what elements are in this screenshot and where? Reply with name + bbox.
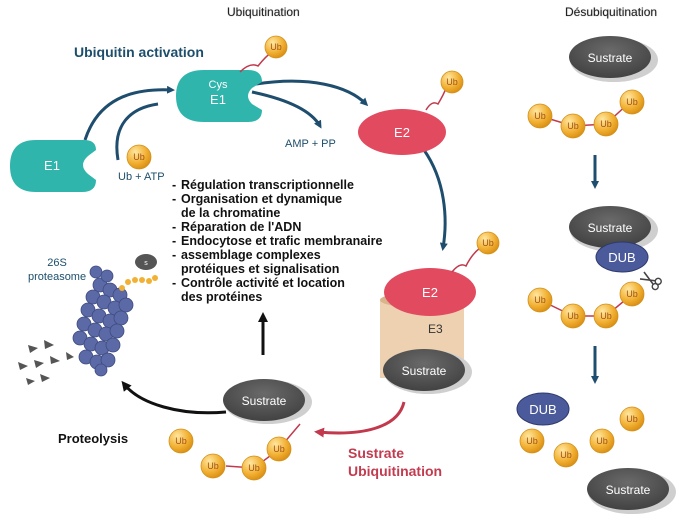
- e3-substrate: [383, 349, 465, 391]
- function-list: Régulation transcriptionnelle Organisati…: [172, 178, 382, 304]
- proteasome-cap: [135, 254, 157, 270]
- proteolysis-label: Proteolysis: [58, 431, 129, 446]
- ub-label: Ub: [596, 436, 608, 446]
- proteasome-label: 26S proteasome: [28, 257, 87, 283]
- function-item: Réparation de l'ADN: [172, 220, 382, 234]
- deub-substrate-1: [569, 36, 651, 78]
- ub-sphere: Ub: [241, 455, 267, 481]
- ub-sphere: Ub: [168, 428, 194, 454]
- scissors-icon: [639, 271, 662, 291]
- proteasome-26s: s: [72, 254, 158, 377]
- e2-enzyme: [358, 109, 446, 155]
- arrow-e2-to-e3: [422, 149, 448, 251]
- ub-label: Ub: [270, 42, 282, 52]
- e2-label: E2: [394, 125, 410, 140]
- ub-label: Ub: [526, 436, 538, 446]
- header-deubiquitination: Désubiquitination: [565, 5, 658, 19]
- deub-substrate-2: [569, 206, 651, 248]
- deub-substrate-1-label: Sustrate: [588, 51, 633, 65]
- e1-cys-enzyme: [176, 70, 262, 122]
- arrow-activation-to-e2: [255, 79, 369, 107]
- ub-sphere: Ub: [126, 144, 152, 170]
- ub-sphere: Ub: [519, 428, 545, 454]
- proteasome-cap-label: s: [144, 260, 148, 267]
- ub-sphere: Ub: [440, 70, 464, 94]
- ub-label: Ub: [626, 97, 638, 107]
- cys-label: Cys: [209, 79, 228, 91]
- ub-label: Ub: [600, 311, 612, 321]
- ub-substrate-label: Sustrate: [242, 394, 287, 408]
- ub-label: Ub: [560, 450, 572, 460]
- header-ubiquitination: Ubiquitination: [227, 5, 300, 19]
- ub-sphere: Ub: [266, 436, 292, 462]
- dub-1-label: DUB: [608, 250, 635, 265]
- dub-enzyme-1: [595, 241, 649, 273]
- ub-atp-label: Ub + ATP: [118, 171, 165, 183]
- ubiquitin-activation-title: Ubiquitin activation: [74, 44, 204, 60]
- ub-sphere: Ub: [593, 303, 619, 329]
- dub-2-label: DUB: [529, 402, 556, 417]
- substrate-ubiquitination-label: Sustrate Ubiquitination: [348, 445, 443, 479]
- e3-label: E3: [428, 322, 443, 336]
- e1-enzyme: [10, 140, 96, 192]
- ub-sphere: Ub: [560, 303, 586, 329]
- e2-complex: [384, 268, 476, 316]
- ub-label: Ub: [446, 77, 458, 87]
- deub-substrate-3: [587, 468, 669, 510]
- function-item: assemblage complexes protéiques et signa…: [172, 248, 382, 276]
- ub-sphere: Ub: [560, 113, 586, 139]
- arrow-substrate-ubiquitination: [314, 401, 406, 438]
- ub-links: [225, 51, 631, 469]
- ub-sphere: Ub: [527, 103, 553, 129]
- ub-sphere: Ub: [619, 406, 645, 432]
- ub-label: Ub: [626, 289, 638, 299]
- ub-label: Ub: [600, 119, 612, 129]
- peptide-fragments: [18, 340, 74, 385]
- arrow-ub-join: [115, 102, 159, 161]
- ub-label: Ub: [207, 461, 219, 471]
- ub-substrate: [223, 379, 305, 421]
- ub-label: Ub: [534, 295, 546, 305]
- ub-sphere: Ub: [200, 453, 226, 479]
- arrow-e1-to-activation: [83, 85, 175, 141]
- ub-label: Ub: [567, 311, 579, 321]
- ub-label: Ub: [248, 463, 260, 473]
- amp-pp-label: AMP + PP: [285, 138, 336, 150]
- deub-substrate-2-label: Sustrate: [588, 221, 633, 235]
- ub-sphere: Ub: [527, 287, 553, 313]
- ub-sphere: Ub: [589, 428, 615, 454]
- arrow-activation-to-amp: [251, 90, 322, 129]
- ub-label: Ub: [626, 414, 638, 424]
- ub-label: Ub: [482, 238, 494, 248]
- function-item: Contrôle activité et location des protéi…: [172, 276, 382, 304]
- deub-substrate-3-label: Sustrate: [606, 483, 651, 497]
- e2-complex-label: E2: [422, 285, 438, 300]
- dub-enzyme-2: [516, 392, 570, 426]
- ub-sphere: Ub: [476, 231, 500, 255]
- e1-label: E1: [44, 158, 60, 173]
- function-item: Organisation et dynamique de la chromati…: [172, 192, 382, 220]
- ub-sphere: Ub: [553, 442, 579, 468]
- ub-label: Ub: [273, 444, 285, 454]
- ub-label: Ub: [567, 121, 579, 131]
- ub-sphere: Ub: [619, 281, 645, 307]
- ub-sphere: Ub: [593, 111, 619, 137]
- ub-sphere: Ub: [264, 35, 288, 59]
- function-item: Endocytose et trafic membranaire: [172, 234, 382, 248]
- ub-sphere: Ub: [619, 89, 645, 115]
- ub-label: Ub: [133, 152, 145, 162]
- e1-active-label: E1: [210, 92, 226, 107]
- e3-substrate-label: Sustrate: [402, 364, 447, 378]
- ub-label: Ub: [175, 436, 187, 446]
- function-item: Régulation transcriptionnelle: [172, 178, 382, 192]
- ub-label: Ub: [534, 111, 546, 121]
- arrow-proteolysis: [121, 380, 227, 415]
